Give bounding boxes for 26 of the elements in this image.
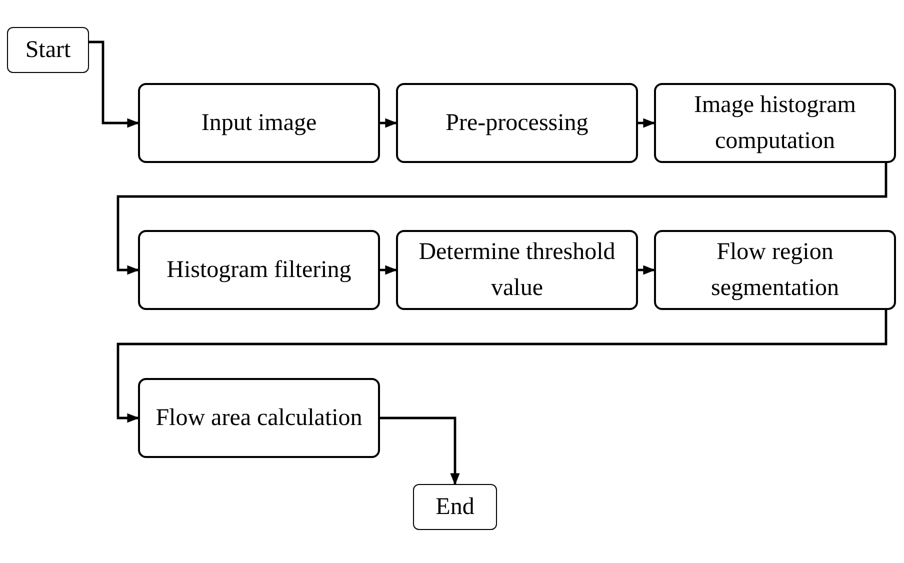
arrow bbox=[638, 118, 656, 128]
node-label: Pre-processing bbox=[446, 109, 588, 138]
node-label: End bbox=[436, 493, 474, 522]
arrow bbox=[380, 265, 398, 275]
node-label: Histogram filtering bbox=[166, 256, 352, 285]
node-label: Input image bbox=[201, 109, 317, 138]
node-label: Start bbox=[25, 36, 71, 65]
arrow bbox=[638, 265, 656, 275]
process-box bbox=[138, 378, 380, 458]
arrow bbox=[89, 40, 140, 128]
arrow bbox=[380, 416, 460, 486]
process-box bbox=[138, 83, 380, 163]
node-label: Flow region segmentation bbox=[710, 238, 840, 303]
arrow bbox=[380, 118, 398, 128]
node-label: Flow area calculation bbox=[156, 404, 362, 433]
process-box bbox=[654, 83, 896, 163]
node-label: Image histogram computation bbox=[693, 91, 857, 156]
terminal-box bbox=[7, 27, 89, 73]
process-box bbox=[396, 230, 638, 310]
arrow bbox=[116, 310, 888, 423]
arrow bbox=[116, 163, 888, 275]
process-box bbox=[138, 230, 380, 310]
process-box bbox=[396, 83, 638, 163]
node-label: Determine threshold value bbox=[418, 238, 616, 303]
terminal-box bbox=[413, 484, 497, 530]
process-box bbox=[654, 230, 896, 310]
